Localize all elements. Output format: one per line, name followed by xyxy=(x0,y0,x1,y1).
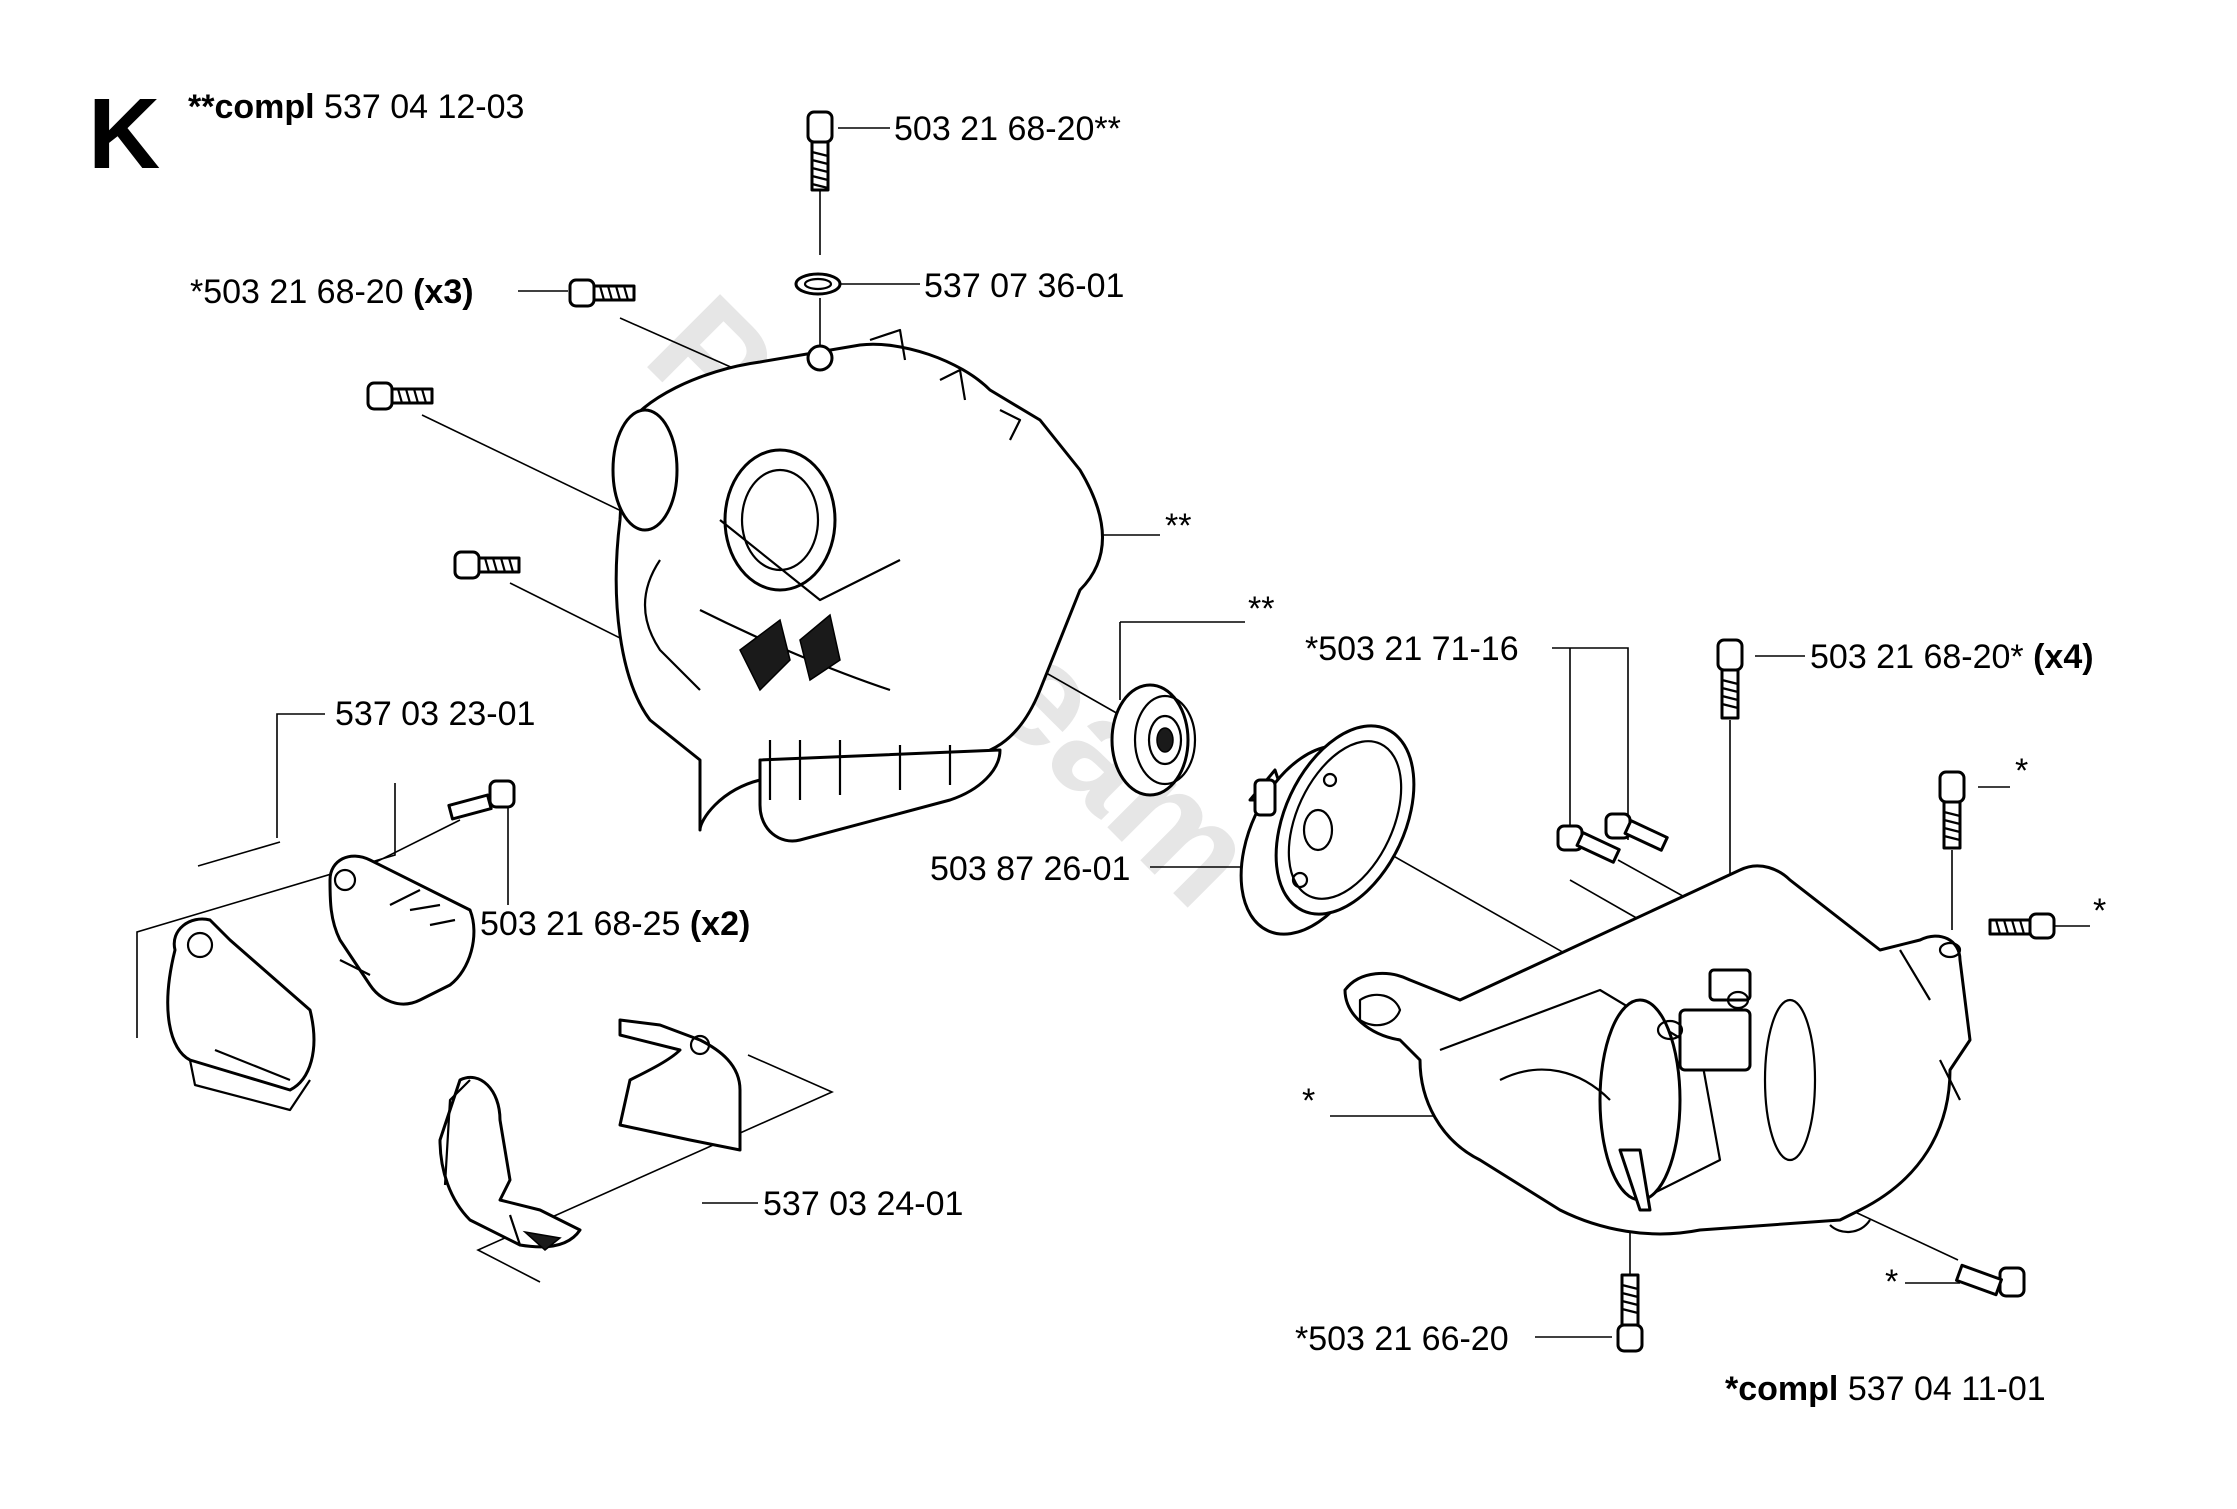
label-case-left-mark: ** xyxy=(1165,507,1191,545)
screw-icon xyxy=(366,381,434,411)
screw-icon xyxy=(1988,912,2056,940)
screw-icon xyxy=(1716,638,1744,720)
screw-icon xyxy=(1938,770,1966,850)
label-screw-66-20: *503 21 66-20 xyxy=(1295,1320,1509,1358)
screw-icon xyxy=(453,550,521,580)
bearing-icon xyxy=(1110,683,1197,797)
label-star-1: * xyxy=(2015,752,2028,790)
kit-label-top: **compl 537 04 12-03 xyxy=(188,88,524,126)
screw-icon xyxy=(447,779,516,821)
clamp-part-537-03-23-01-top xyxy=(328,854,476,1006)
screw-icon xyxy=(568,278,636,308)
screw-icon xyxy=(1604,812,1669,852)
right-crankcase-half xyxy=(1343,864,1972,1236)
label-screw-top: 503 21 68-20** xyxy=(894,110,1121,148)
clutch-drum-icon xyxy=(1239,724,1416,936)
screw-icon xyxy=(806,110,834,192)
label-star-3: * xyxy=(1885,1263,1898,1301)
washer-icon xyxy=(794,272,842,296)
screw-icon xyxy=(1616,1273,1644,1353)
label-screw-x2: 503 21 68-25 (x2) xyxy=(480,905,750,943)
screw-icon xyxy=(1556,824,1621,864)
label-screw-x3: *503 21 68-20 (x3) xyxy=(190,273,474,311)
clamp-part-537-03-23-01 xyxy=(166,917,316,1112)
label-clutch-drum: 503 87 26-01 xyxy=(930,850,1130,888)
screw-icon xyxy=(1955,1263,2026,1298)
label-washer: 537 07 36-01 xyxy=(924,267,1124,305)
clamp-part-537-03-24-01 xyxy=(438,1018,742,1251)
section-letter: K xyxy=(88,78,160,190)
kit-label-bottom: *compl 537 04 11-01 xyxy=(1725,1370,2046,1408)
label-screw-71-16: *503 21 71-16 xyxy=(1305,630,1519,668)
label-star-2: * xyxy=(2093,892,2106,930)
label-bearing-mark: ** xyxy=(1248,590,1274,628)
label-537-03-23-01: 537 03 23-01 xyxy=(335,695,535,733)
label-537-03-24-01: 537 03 24-01 xyxy=(763,1185,963,1223)
label-screw-x4: 503 21 68-20* (x4) xyxy=(1810,638,2094,676)
label-star-case: * xyxy=(1302,1082,1315,1120)
left-crankcase-half xyxy=(611,328,1104,843)
